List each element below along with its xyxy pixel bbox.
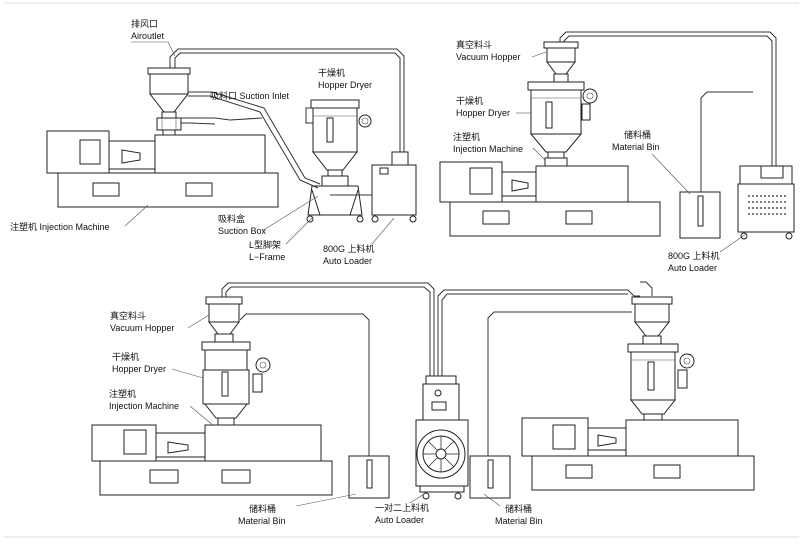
d2-material-bin-en: Material Bin [612,142,660,152]
d2-auto-loader-en: Auto Loader [668,263,717,273]
d2-vacuum-hopper-en: Vacuum Hopper [456,52,520,62]
vacuum-hopper-3-right [631,296,673,345]
auto-loader-800g-1 [330,151,417,223]
d3-hopper-dryer-en: Hopper Dryer [112,364,166,374]
d3-hopper-dryer-cn: 干燥机 [112,351,139,362]
d1-l-frame-cn: L型脚架 [249,240,281,250]
d1-injection-machine: 注塑机 Injection Machine [10,221,110,232]
d3-material-bin-left-cn: 储料桶 [249,503,276,514]
injection-machine-2 [439,161,661,237]
d1-suction-inlet: 吸料口 Suction Inlet [210,90,290,101]
suction-box-l-frame-1 [306,175,364,223]
vacuum-hopper-2 [543,41,579,83]
d3-material-bin-left-en: Material Bin [238,516,286,526]
hopper-dryer-1 [305,99,372,177]
d2-hopper-dryer-en: Hopper Dryer [456,108,510,118]
diagram-3: 真空料斗 Vacuum Hopper 干燥机 Hopper Dryer 注塑机 … [91,281,755,526]
hopper-dryer-2 [527,81,598,167]
material-bin-3-right [469,455,511,499]
d1-hopper-dryer-en: Hopper Dryer [318,80,372,90]
injection-machine-3-left [91,424,333,496]
d2-auto-loader-cn: 800G 上料机 [668,250,720,261]
vacuum-hopper-1 [147,67,191,136]
d3-vacuum-hopper-en: Vacuum Hopper [110,323,174,333]
d1-hopper-dryer-cn: 干燥机 [318,67,345,78]
d1-airoutlet-cn: 排风口 [131,18,158,29]
d3-injection-machine-en: Injection Machine [109,401,179,411]
auto-loader-1to2 [415,375,469,500]
diagram-1: 排风口 Airoutlet 吸料口 Suction Inlet 干燥机 Hopp… [10,18,417,266]
d1-suction-box-cn: 吸料盒 [218,213,245,224]
material-bin-3-left [348,455,390,499]
d1-auto-loader-en: Auto Loader [323,256,372,266]
injection-machine-1 [46,130,279,208]
d1-l-frame-en: L−Frame [249,252,285,262]
diagram-2: 真空料斗 Vacuum Hopper 干燥机 Hopper Dryer 注塑机 … [439,31,795,273]
d3-auto-loader-en: Auto Loader [375,515,424,525]
material-bin-2 [679,191,721,239]
hopper-dryer-3-right [627,343,695,421]
d2-vacuum-hopper-cn: 真空料斗 [456,39,492,50]
d3-material-bin-right-cn: 储料桶 [505,503,532,514]
vacuum-hopper-3 [205,296,243,343]
d3-injection-machine-cn: 注塑机 [109,388,136,399]
d3-vacuum-hopper-cn: 真空料斗 [110,310,146,321]
d2-material-bin-cn: 储料桶 [624,129,651,140]
d1-airoutlet-en: Airoutlet [131,31,165,41]
d1-suction-box-en: Suction Box [218,226,267,236]
injection-machine-3-right [521,417,755,491]
auto-loader-800g-2 [737,165,795,240]
hopper-dryer-3-left [201,341,271,427]
d3-material-bin-right-en: Material Bin [495,516,543,526]
d1-auto-loader-cn: 800G 上料机 [323,243,375,254]
d2-hopper-dryer-cn: 干燥机 [456,95,483,106]
d2-injection-machine-en: Injection Machine [453,144,523,154]
d2-injection-machine-cn: 注塑机 [453,131,480,142]
d3-auto-loader-cn: 一对二上料机 [375,502,429,513]
